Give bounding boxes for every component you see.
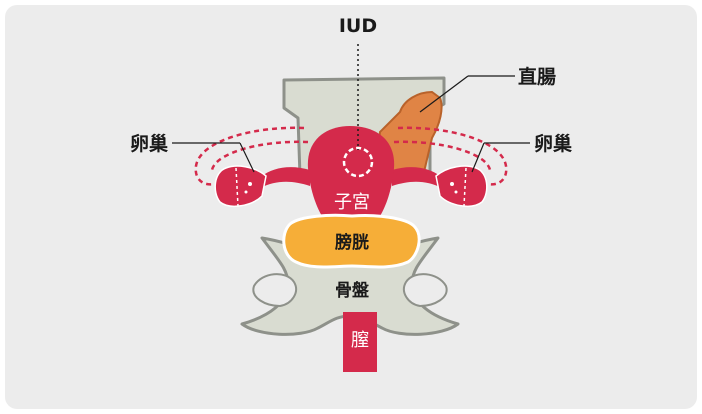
tube-dashed-right-outer: [397, 126, 508, 186]
label-ovary-left: 卵巢: [130, 132, 169, 155]
label-pelvis: 骨盤: [335, 280, 370, 301]
label-ovary-right: 卵巢: [534, 132, 573, 155]
label-iud: IUD: [339, 15, 377, 37]
vagina: [343, 312, 377, 372]
label-bladder: 膀胱: [335, 232, 369, 253]
tube-right: [392, 167, 442, 188]
ovary-left: [214, 165, 267, 208]
label-vagina: 膣: [351, 330, 369, 351]
tube-dashed-left-inner: [210, 140, 309, 171]
label-rectum: 直腸: [518, 65, 556, 88]
tube-dashed-right-inner: [393, 140, 492, 171]
rectum-leader-diag: [419, 75, 469, 113]
pelvis-hole-right: [402, 273, 448, 308]
bladder: [282, 213, 421, 269]
tube-dashed-left-outer: [194, 126, 305, 186]
uterus: [307, 126, 395, 222]
ovary-left-leader-diag: [239, 142, 255, 173]
label-uterus: 子宮: [334, 192, 370, 213]
ovary-right-leader-diag: [471, 142, 485, 173]
tube-left: [260, 167, 310, 188]
ovary-right: [435, 165, 488, 208]
iud-marker: [342, 146, 374, 178]
pelvis-hole-left: [252, 273, 298, 308]
